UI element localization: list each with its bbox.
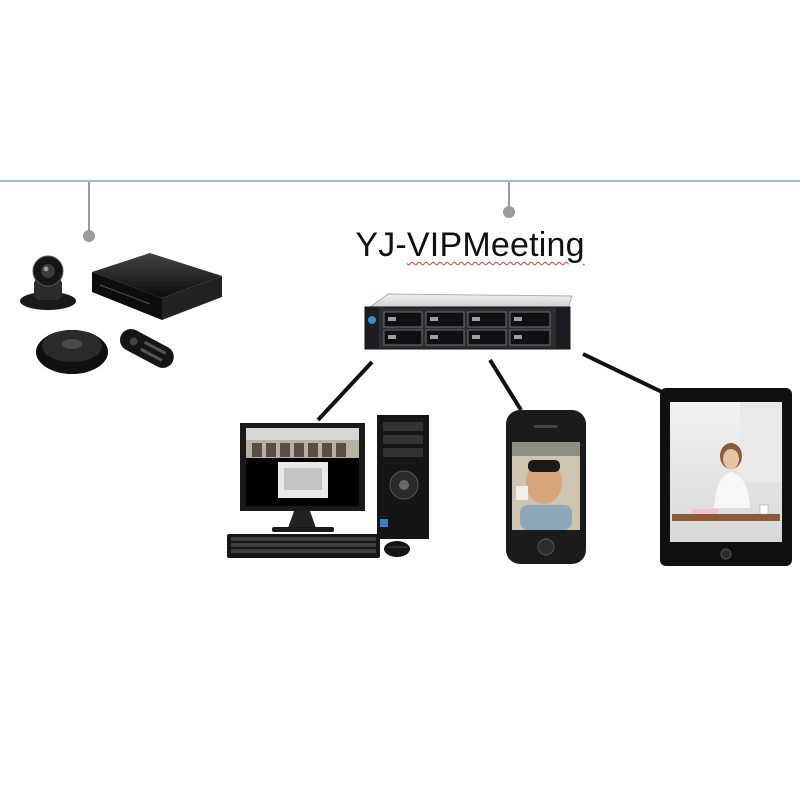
link-server-tablet <box>582 352 663 394</box>
microphone-pod-icon <box>36 330 108 374</box>
title-product-name: VIPMeeting <box>406 226 585 264</box>
tablet-icon <box>660 388 792 566</box>
smartphone-icon <box>506 410 586 564</box>
keyboard-icon <box>227 534 380 558</box>
remote-control-icon <box>119 329 174 368</box>
pin-conference <box>83 182 95 242</box>
pc-tower-icon <box>377 415 429 539</box>
link-server-smartphone <box>488 358 523 412</box>
diagram-title: YJ-VIPMeeting <box>0 226 800 265</box>
link-server-desktop <box>316 360 374 422</box>
ptz-camera-icon <box>20 255 76 310</box>
mouse-icon <box>384 541 410 557</box>
monitor-icon <box>240 423 365 532</box>
title-prefix: YJ- <box>355 226 407 264</box>
desktop-computer-icon <box>227 415 429 558</box>
codec-box-icon <box>92 253 222 320</box>
conference-kit-icon <box>20 253 222 374</box>
pin-server <box>503 182 515 218</box>
server-rack-icon <box>364 293 573 350</box>
